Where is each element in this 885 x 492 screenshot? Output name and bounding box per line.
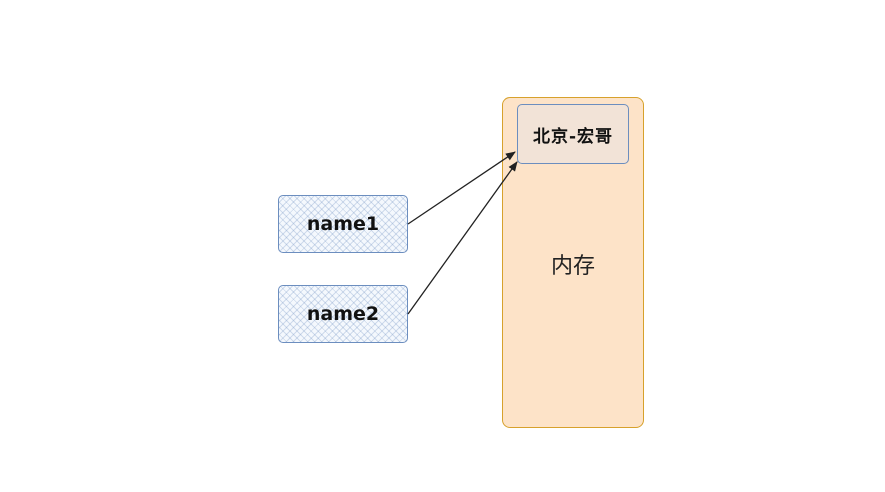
arrow-name2-to-value xyxy=(407,161,518,315)
variable-box-name2: name2 xyxy=(278,285,408,343)
variable-box-name1: name1 xyxy=(278,195,408,253)
memory-value-box: 北京-宏哥 xyxy=(517,104,629,164)
arrow-name1-to-value xyxy=(407,151,516,225)
memory-label: 内存 xyxy=(550,254,595,279)
